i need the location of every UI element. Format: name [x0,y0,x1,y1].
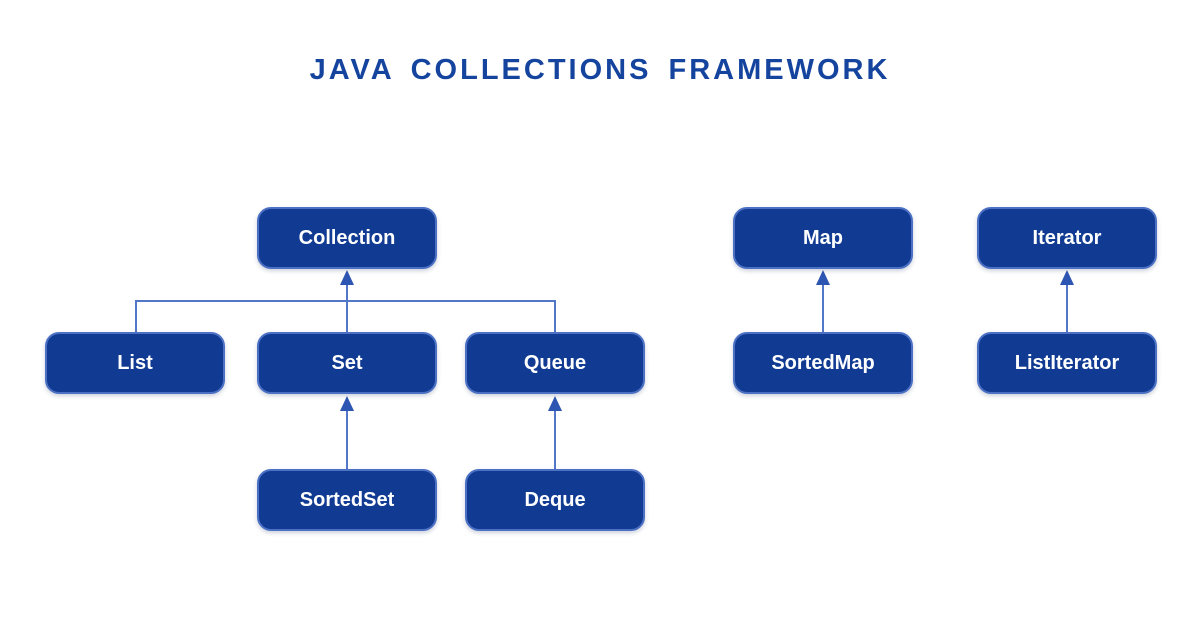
node-deque: Deque [465,469,645,531]
edge-listiterator-iterator-arrowhead-icon [1060,270,1074,285]
edge-deque-queue-arrowhead-icon [548,396,562,411]
node-collection-label: Collection [298,226,396,249]
node-queue-label: Queue [523,351,587,374]
node-queue: Queue [465,332,645,394]
node-sortedmap-label: SortedMap [771,351,875,374]
node-collection: Collection [257,207,437,269]
node-map: Map [733,207,913,269]
node-list: List [45,332,225,394]
edge-set-collection-arrowhead-icon [340,270,354,285]
node-deque-label: Deque [524,488,586,511]
node-set: Set [257,332,437,394]
diagram-title: JAVA COLLECTIONS FRAMEWORK [309,54,891,86]
edge-sortedset-set-arrowhead-icon [340,396,354,411]
node-list-label: List [117,351,153,374]
node-sortedmap: SortedMap [733,332,913,394]
edge-sortedmap-map-arrowhead-icon [816,270,830,285]
node-sortedset: SortedSet [257,469,437,531]
node-sortedset-label: SortedSet [299,488,395,511]
node-map-label: Map [803,226,843,249]
node-listiterator: ListIterator [977,332,1157,394]
node-iterator: Iterator [977,207,1157,269]
node-iterator-label: Iterator [1032,226,1102,249]
edge-tree-list-queue [135,300,556,332]
node-listiterator-label: ListIterator [1014,351,1120,374]
node-set-label: Set [331,351,363,374]
